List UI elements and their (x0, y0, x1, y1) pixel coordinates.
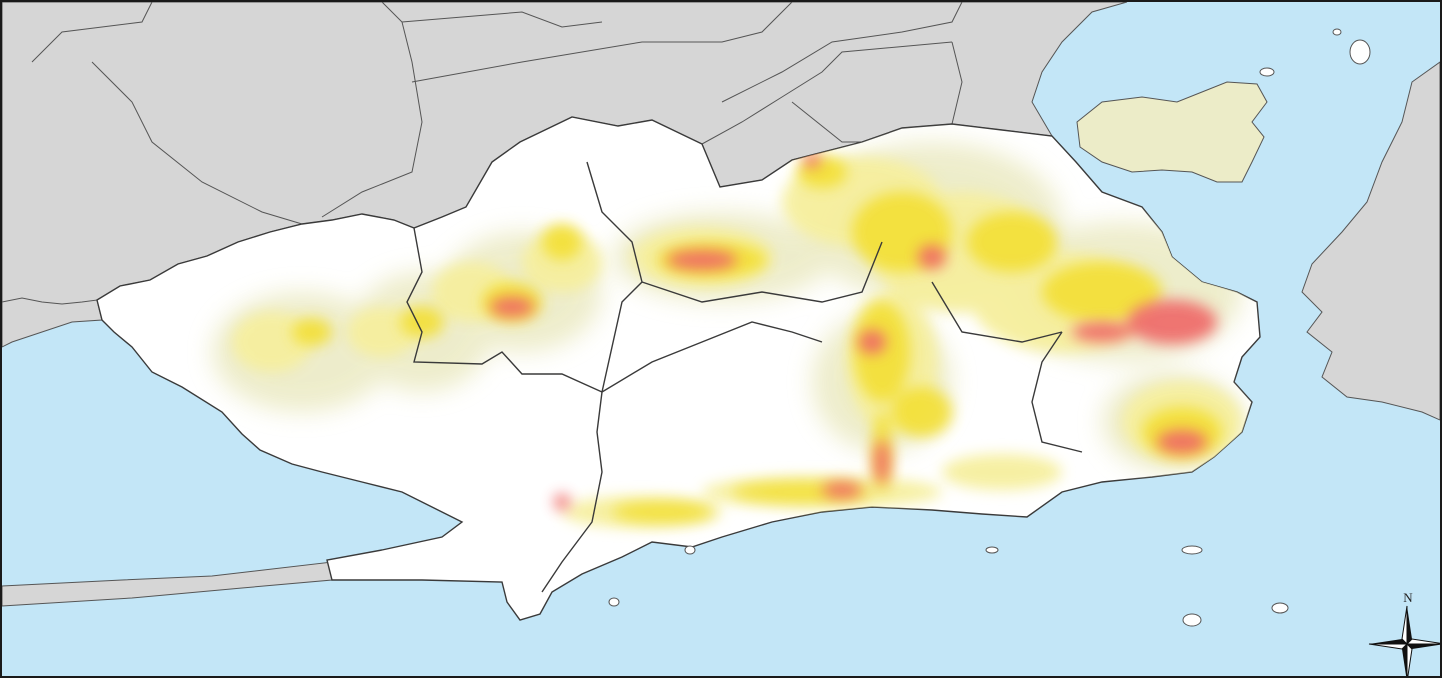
density-heatmap (212, 142, 1242, 528)
district-boundaries (406, 161, 1083, 593)
compass-rose-icon (1368, 605, 1440, 676)
islands (608, 28, 1371, 627)
neighbor-land-niteroi (1301, 61, 1440, 421)
neighbor-boundaries (31, 2, 963, 225)
compass-north-label: N (1403, 590, 1413, 605)
peninsula-northeast (1076, 81, 1268, 183)
